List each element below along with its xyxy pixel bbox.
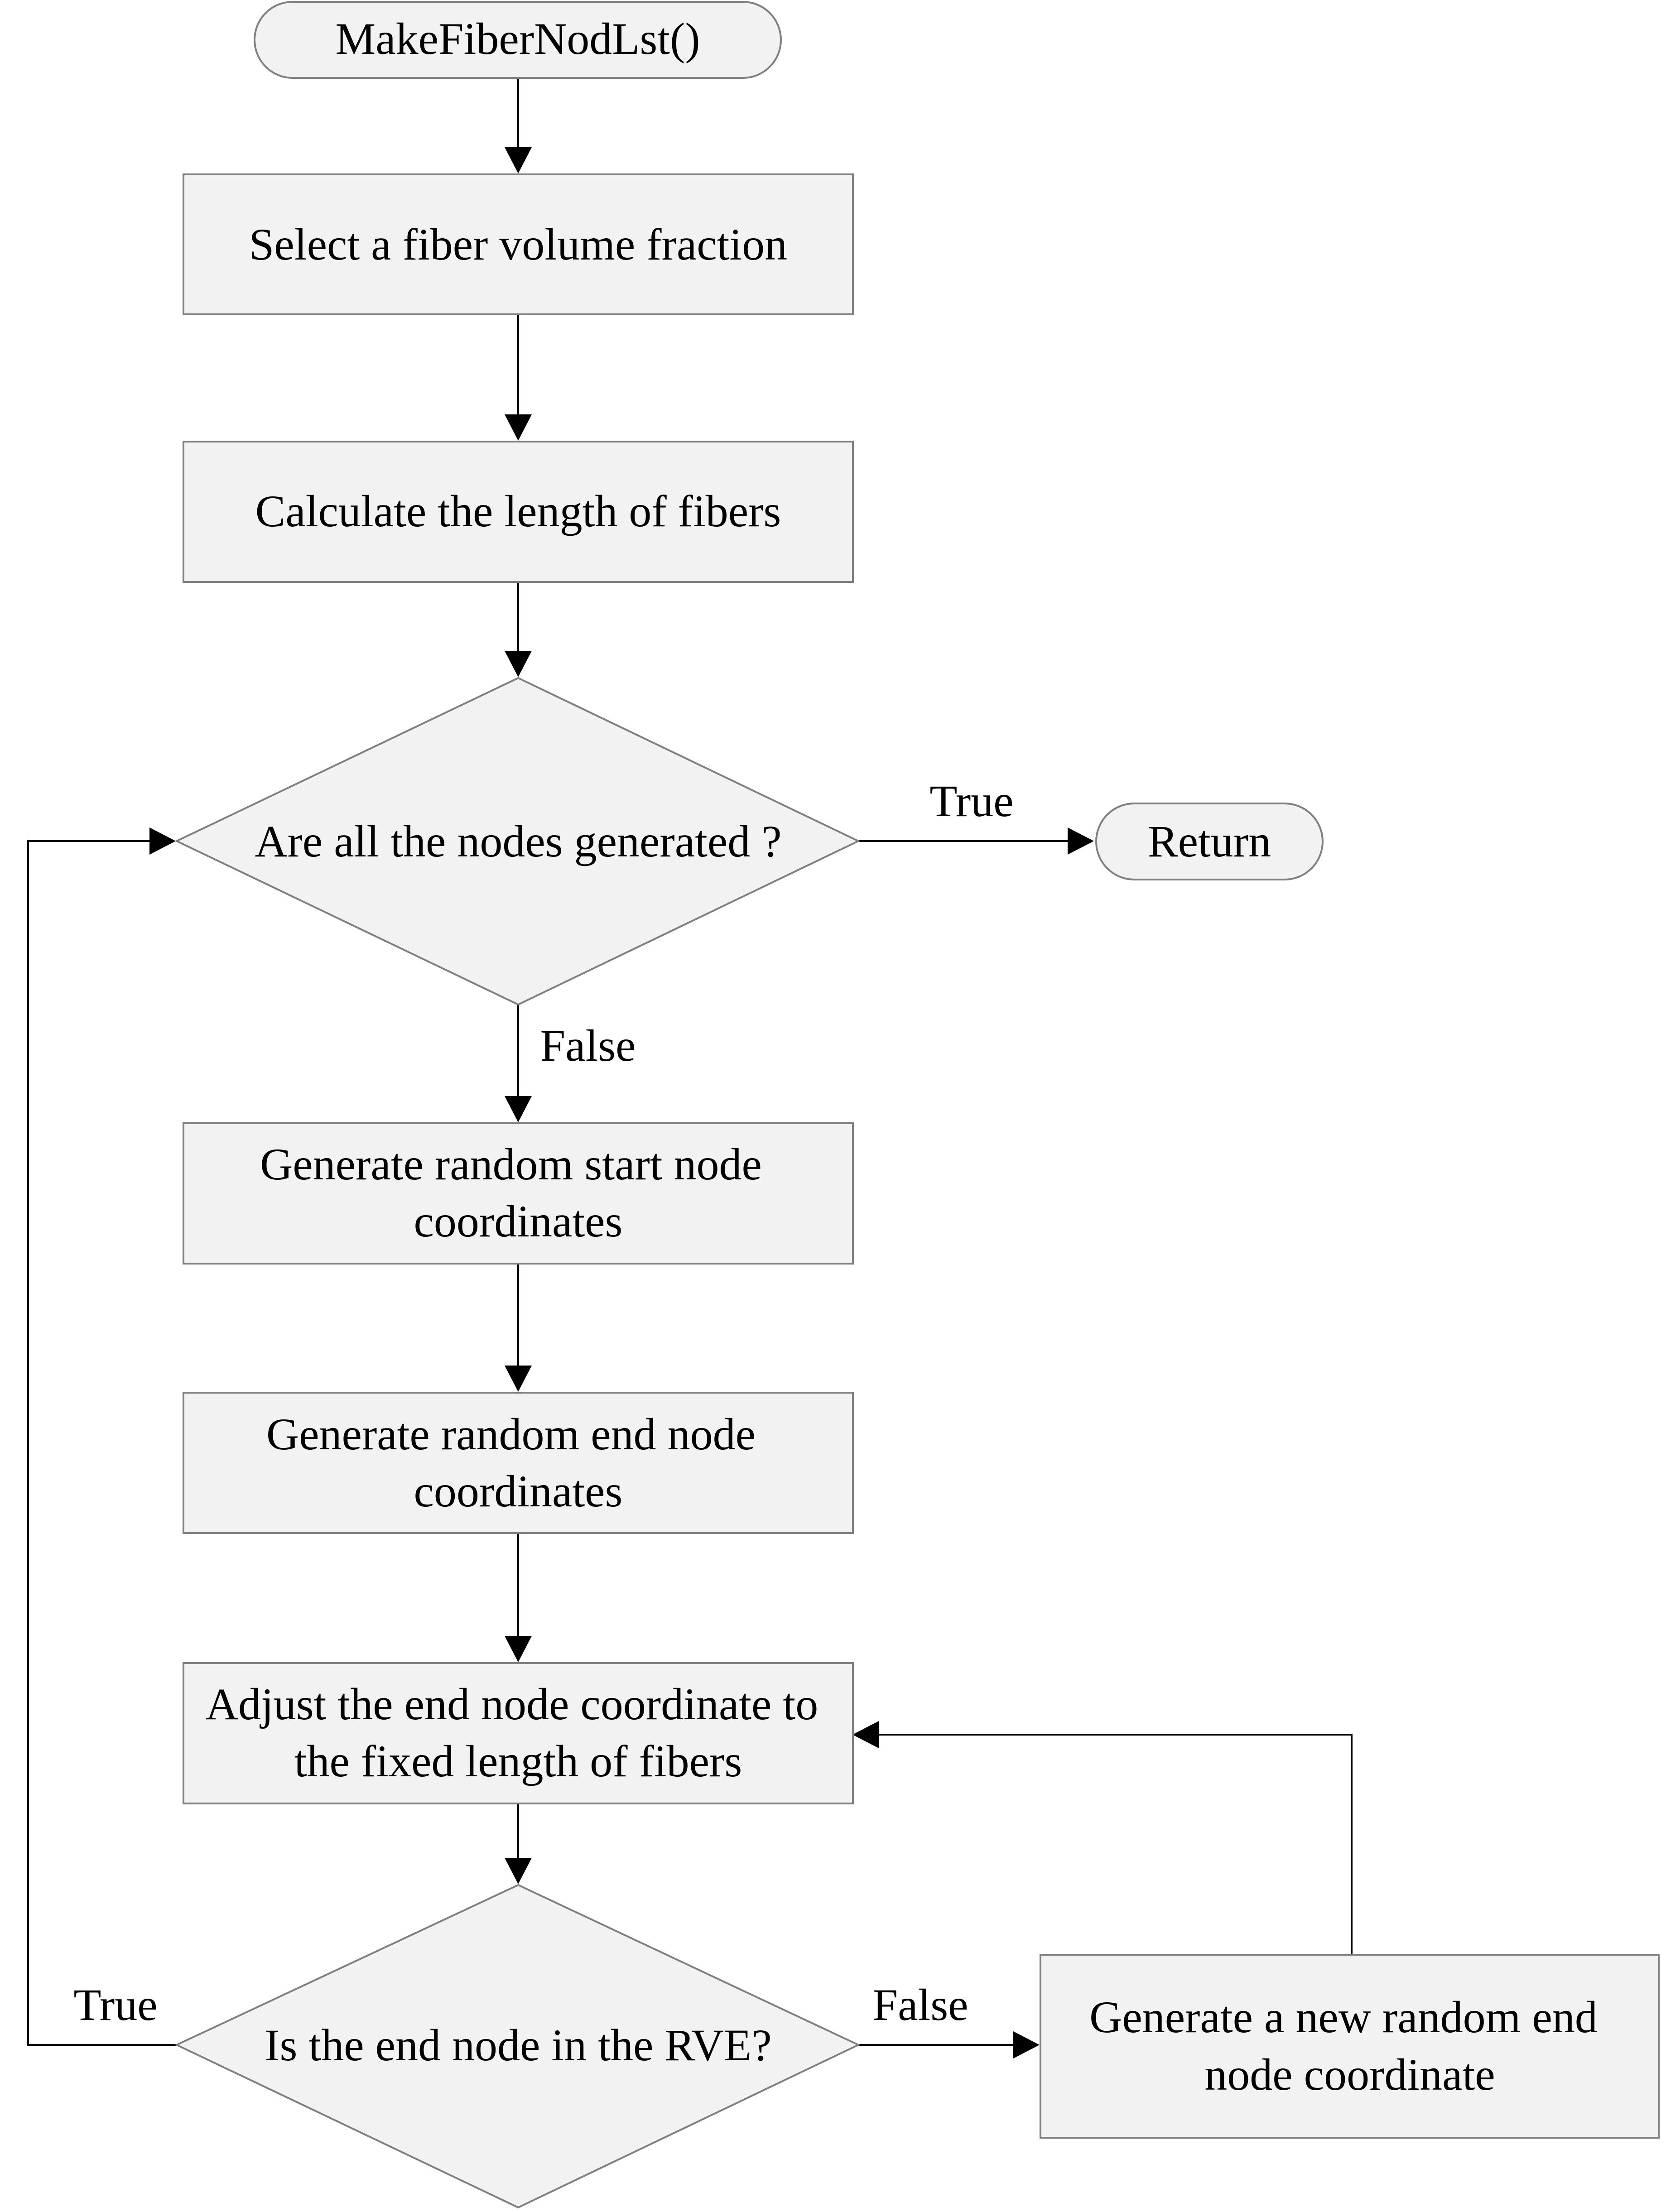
gen-start-box (183, 1122, 854, 1265)
arrowhead-adjust (505, 1636, 532, 1662)
decision-in-rve-label: Is the end node in the RVE? (265, 2020, 771, 2070)
edge-rve-true-loop (27, 840, 177, 2046)
arrowhead-calc (505, 414, 532, 441)
calc-length-label: Calculate the length of fibers (255, 486, 781, 536)
shapes (174, 1, 1660, 2209)
gen-start-label-line1: Generate random start node (260, 1139, 762, 1189)
decision-all-nodes-diamond (174, 677, 861, 1006)
return-terminator (1095, 803, 1324, 880)
return-label: Return (1148, 816, 1271, 866)
edge-label-all-false: False (540, 1020, 636, 1071)
select-fraction-label: Select a fiber volume fraction (249, 219, 787, 269)
arrowhead-gen-end (505, 1366, 532, 1392)
gen-end-box (183, 1392, 854, 1534)
start-terminator (254, 1, 782, 79)
gen-end-label-line1: Generate random end node (266, 1409, 756, 1459)
select-fraction-box (183, 173, 854, 315)
arrowhead-decision-rve (505, 1858, 532, 1884)
gen-new-end-box (1040, 1954, 1660, 2139)
gen-new-end-label-line2: node coordinate (1204, 2049, 1495, 2100)
decision-in-rve-diamond (174, 1884, 861, 2209)
arrowhead-loop-back (149, 827, 176, 855)
edge-label-all-true: True (929, 776, 1013, 826)
gen-start-label-line2: coordinates (414, 1196, 623, 1246)
edge-new-end-to-adjust (874, 1734, 1353, 1955)
arrowhead-return (1068, 827, 1094, 855)
calc-length-box (183, 441, 854, 583)
adjust-end-label-line1: Adjust the end node coordinate to (206, 1679, 818, 1729)
arrowhead-new-end (1013, 2031, 1040, 2058)
decision-all-nodes-label: Are all the nodes generated ? (255, 816, 781, 866)
start-label: MakeFiberNodLst() (335, 14, 700, 64)
gen-new-end-label-line1: Generate a new random end (1089, 1992, 1598, 2042)
arrowhead-select (505, 147, 532, 173)
connectors (27, 79, 1353, 2058)
arrowhead-adjust-return (852, 1721, 879, 1748)
adjust-end-box (183, 1662, 854, 1804)
arrowhead-decision-all (505, 651, 532, 677)
adjust-end-label-line2: the fixed length of fibers (294, 1736, 742, 1786)
edge-label-rve-true: True (73, 1980, 157, 2030)
edge-label-rve-false: False (872, 1980, 968, 2030)
arrowhead-gen-start (505, 1096, 532, 1122)
node-labels: MakeFiberNodLst() Select a fiber volume … (206, 14, 1598, 2100)
gen-end-label-line2: coordinates (414, 1466, 623, 1516)
edge-labels: True False True False (73, 776, 1013, 2030)
